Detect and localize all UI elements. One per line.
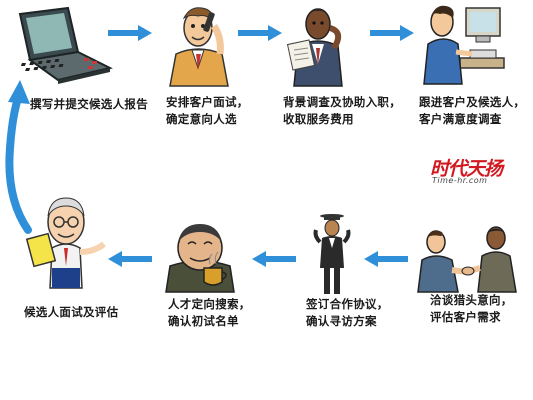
step-6-line2: 确认寻访方案 [306, 314, 377, 328]
arrow-right-1 [108, 25, 152, 41]
company-logo: 时代天扬 [430, 158, 503, 180]
step-2-line1: 安排客户面试， [166, 95, 249, 109]
waiter-illustration [313, 214, 351, 294]
company-logo-url: Time-hr.com [432, 176, 488, 185]
handshake-illustration [417, 226, 517, 293]
man-with-document-illustration [286, 8, 343, 87]
step-3-line1: 背景调查及协助入职， [283, 95, 401, 109]
step-2-line2: 确定意向人选 [166, 112, 237, 126]
arrow-right-2 [238, 25, 282, 41]
arrow-left-2 [252, 251, 296, 267]
arrow-left-3 [364, 251, 408, 267]
step-5-line1: 洽谈猎头意向， [430, 293, 513, 307]
step-label-7: 人才定向搜索， 确认初试名单 [168, 296, 251, 330]
arrow-curved-up [5, 80, 32, 234]
arrow-left-1 [108, 251, 152, 267]
man-on-phone-illustration [169, 7, 229, 87]
step-4-line2: 客户满意度调查 [419, 112, 502, 126]
step-7-line1: 人才定向搜索， [168, 297, 251, 311]
laptop-illustration [18, 6, 113, 84]
step-7-line2: 确认初试名单 [168, 314, 239, 328]
arrow-right-3 [370, 25, 414, 41]
man-with-clipboard-illustration [25, 197, 106, 289]
step-label-2: 安排客户面试， 确定意向人选 [166, 94, 249, 128]
step-1-text: 撰写并提交候选人报告 [30, 97, 148, 111]
step-label-6: 签订合作协议， 确认寻访方案 [306, 296, 389, 330]
step-4-line1: 跟进客户及候选人， [419, 95, 526, 109]
step-5-line2: 评估客户需求 [430, 310, 501, 324]
step-3-line2: 收取服务费用 [283, 112, 354, 126]
step-label-1: 撰写并提交候选人报告 [30, 96, 148, 113]
step-6-line1: 签订合作协议， [306, 297, 389, 311]
man-with-coffee-illustration [165, 224, 235, 293]
step-label-8: 候选人面试及评估 [24, 304, 118, 321]
step-label-3: 背景调查及协助入职， 收取服务费用 [283, 94, 401, 128]
step-label-4: 跟进客户及候选人， 客户满意度调查 [419, 94, 525, 128]
man-at-computer-illustration [423, 5, 505, 85]
step-8-text: 候选人面试及评估 [24, 305, 119, 319]
step-label-5: 洽谈猎头意向， 评估客户需求 [430, 292, 513, 326]
